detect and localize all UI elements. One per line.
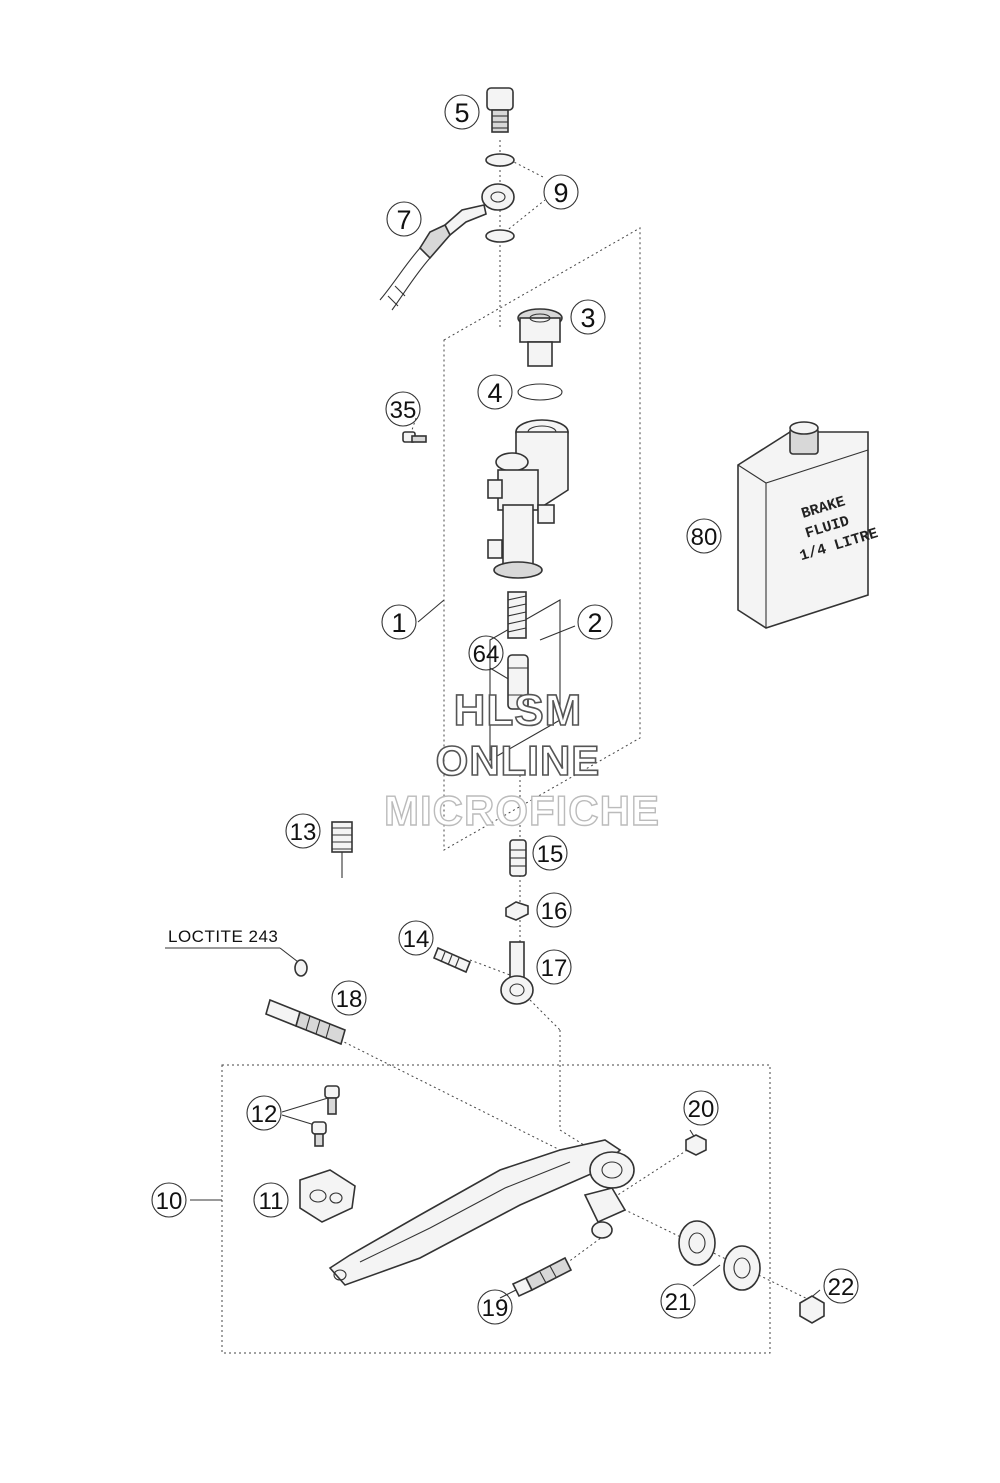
lever-nut-part xyxy=(685,1134,707,1156)
svg-text:3: 3 xyxy=(580,303,595,333)
reservoir-cap-part xyxy=(517,308,563,367)
callout-22: 22 xyxy=(823,1268,859,1304)
bracket-part xyxy=(299,1169,356,1223)
callout-5: 5 xyxy=(444,94,480,130)
svg-text:2: 2 xyxy=(587,608,602,638)
svg-text:21: 21 xyxy=(665,1289,692,1316)
svg-text:35: 35 xyxy=(390,397,417,424)
master-cylinder-body xyxy=(487,419,569,579)
callout-10: 10 xyxy=(151,1182,187,1218)
callout-64: 64 xyxy=(468,635,504,671)
svg-text:7: 7 xyxy=(396,205,411,235)
svg-text:64: 64 xyxy=(473,641,500,668)
callout-9: 9 xyxy=(543,174,579,210)
svg-text:11: 11 xyxy=(259,1188,284,1215)
callout-4: 4 xyxy=(477,374,513,410)
svg-text:20: 20 xyxy=(688,1096,715,1123)
small-bolt-part xyxy=(402,431,427,443)
piston-part xyxy=(507,654,529,710)
callout-14: 14 xyxy=(398,920,434,956)
lever-bolt-part xyxy=(511,1256,573,1298)
loctite-label: LOCTITE 243 xyxy=(168,927,278,946)
svg-text:4: 4 xyxy=(487,378,502,408)
callout-11: 11 xyxy=(253,1182,289,1218)
callout-16: 16 xyxy=(536,892,572,928)
banjo-bolt-part xyxy=(486,87,514,133)
master-cylinder-group-outline xyxy=(443,227,641,851)
svg-text:10: 10 xyxy=(156,1188,183,1215)
svg-text:18: 18 xyxy=(336,986,363,1013)
callout-35: 35 xyxy=(385,391,421,427)
pivot-bolt-part xyxy=(265,959,346,1046)
callout-13: 13 xyxy=(285,813,321,849)
svg-text:15: 15 xyxy=(537,841,564,868)
callout-80: 80 xyxy=(686,518,722,554)
spring-part xyxy=(507,591,527,639)
piston-group-outline xyxy=(489,599,561,761)
svg-text:17: 17 xyxy=(541,955,568,982)
callout-18: 18 xyxy=(331,980,367,1016)
callout-19: 19 xyxy=(477,1289,513,1325)
callout-3: 3 xyxy=(570,299,606,335)
callout-21: 21 xyxy=(660,1283,696,1319)
svg-text:80: 80 xyxy=(691,524,718,551)
callout-15: 15 xyxy=(532,835,568,871)
watermark-line3: MICROFICHE xyxy=(384,787,660,834)
brake-hose-part xyxy=(379,183,515,311)
nut-part xyxy=(505,901,529,921)
callout-7: 7 xyxy=(386,201,422,237)
svg-text:12: 12 xyxy=(251,1101,278,1128)
callout-2: 2 xyxy=(577,604,613,640)
o-ring-part xyxy=(517,383,563,401)
screw-parts xyxy=(311,1085,340,1147)
brake-lever-part xyxy=(328,1139,635,1286)
svg-text:16: 16 xyxy=(541,898,568,925)
svg-text:19: 19 xyxy=(482,1295,509,1322)
watermark-line2: ONLINE xyxy=(436,737,601,784)
bearing-parts xyxy=(678,1220,761,1291)
watermark: HLSM ONLINE MICROFICHE xyxy=(383,685,660,835)
svg-text:14: 14 xyxy=(403,926,430,953)
svg-text:1: 1 xyxy=(391,608,406,638)
push-rod-part xyxy=(509,839,527,877)
sealing-washer-top xyxy=(485,153,515,167)
dust-boot-part xyxy=(331,821,353,878)
svg-text:5: 5 xyxy=(454,98,469,128)
svg-text:13: 13 xyxy=(290,819,317,846)
callout-20: 20 xyxy=(683,1090,719,1126)
clevis-part xyxy=(500,941,534,1005)
svg-text:9: 9 xyxy=(553,178,568,208)
brake-fluid-can: BRAKE FLUID 1/4 LITRE xyxy=(737,421,880,629)
end-nut-part xyxy=(799,1295,825,1324)
callout-17: 17 xyxy=(536,949,572,985)
watermark-line1: HLSM xyxy=(454,686,583,735)
sealing-washer-bottom xyxy=(485,229,515,243)
pin-part xyxy=(432,946,472,974)
callout-1: 1 xyxy=(381,604,417,640)
brake-lever-group-outline xyxy=(221,1064,771,1354)
svg-text:22: 22 xyxy=(828,1274,855,1301)
callout-12: 12 xyxy=(246,1095,282,1131)
